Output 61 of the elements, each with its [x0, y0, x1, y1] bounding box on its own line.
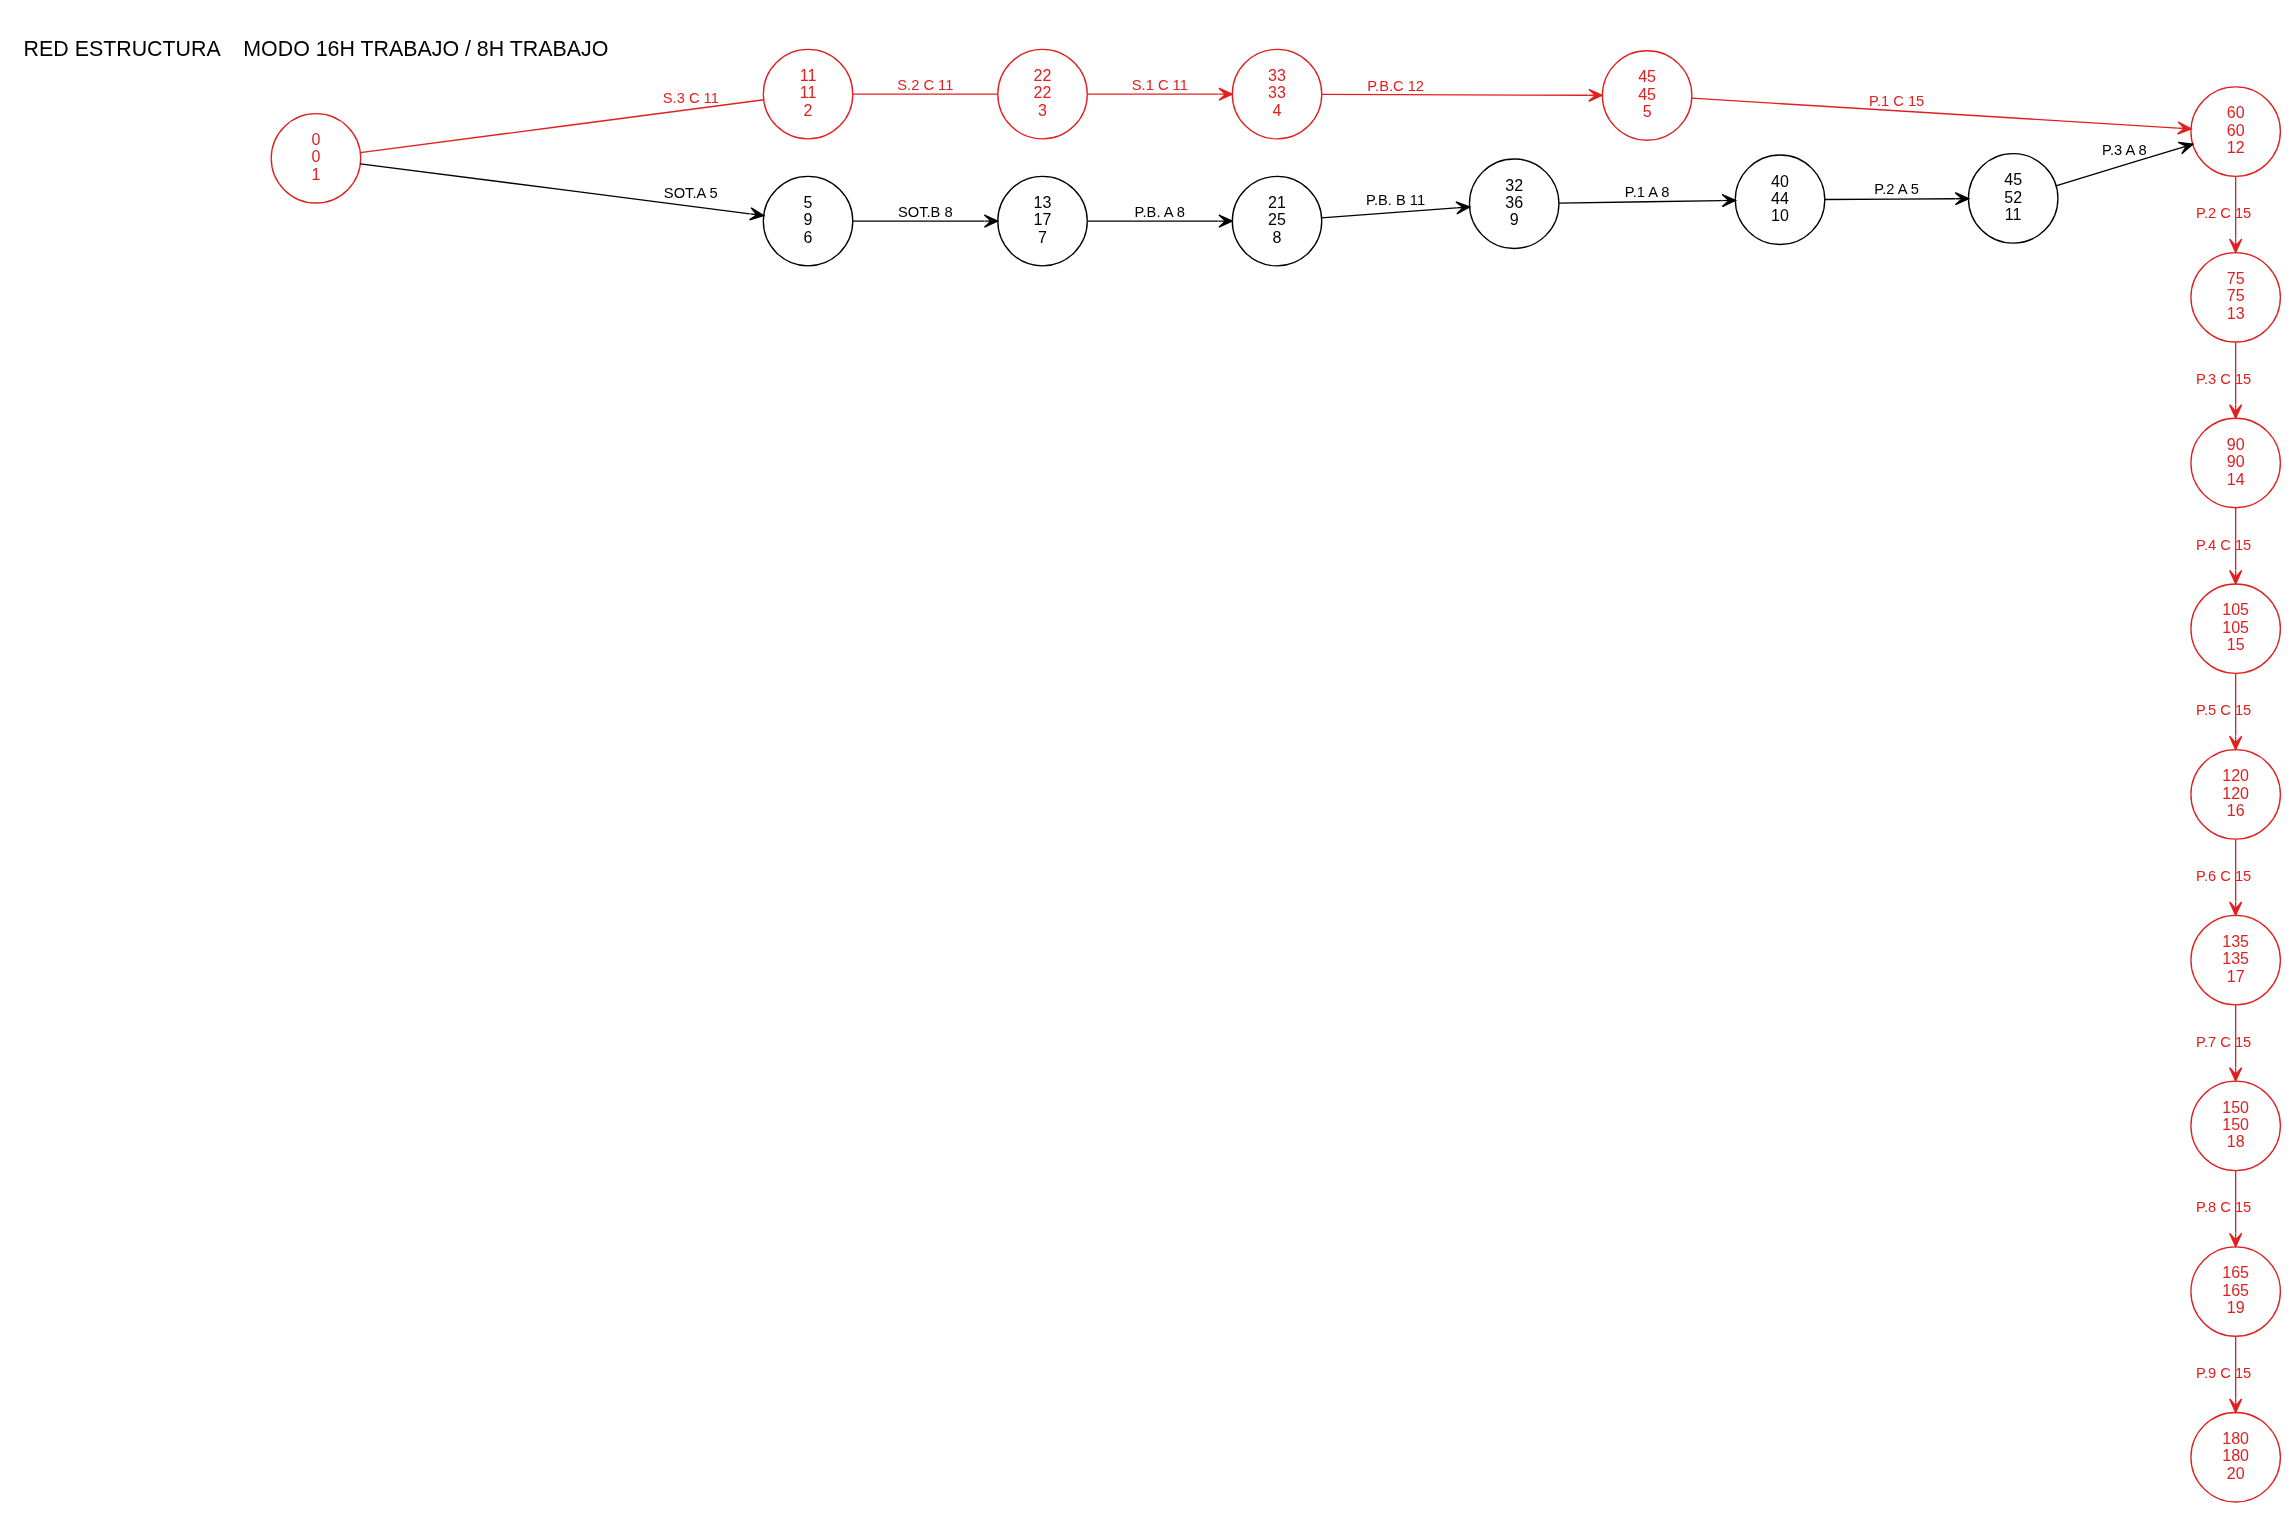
node-circle: 120 120 16: [2190, 748, 2282, 840]
arrow: [2228, 506, 2243, 585]
edge-label: SOT.B 8: [897, 203, 953, 220]
arrow: [1320, 88, 1603, 102]
node-circle: 180 180 20: [2190, 1411, 2282, 1503]
node-circle: 105 105 15: [2190, 582, 2282, 674]
edge-label: P.2 A 5: [1874, 180, 1919, 197]
arrow: [1086, 87, 1233, 101]
edge-label: P.B. B 11: [1366, 191, 1426, 208]
edge-label: SOT.A 5: [663, 184, 718, 201]
node-circle: 5 9 6: [762, 175, 854, 267]
arrow: [1690, 97, 2192, 135]
arrow: [2228, 1003, 2243, 1082]
edge-label: S.2 C 11: [897, 76, 954, 93]
edge-label: S.3 C 11: [662, 89, 719, 106]
node-circle: 40 44 10: [1734, 153, 1826, 245]
edge-label: P.2 C 15: [2195, 204, 2252, 221]
arrow: [2228, 672, 2243, 750]
node-circle: 135 135 17: [2190, 914, 2282, 1005]
arrow: [852, 213, 999, 228]
node-circle: 90 90 14: [2190, 417, 2282, 508]
node-circle: 22 22 3: [997, 48, 1088, 140]
edge-label: P.9 C 15: [2195, 1364, 2252, 1381]
node-circle: 150 150 18: [2190, 1079, 2282, 1171]
arrow: [1558, 193, 1737, 207]
edge-label: P.B. A 8: [1134, 203, 1185, 220]
node-circle: 60 60 12: [2190, 85, 2282, 177]
arrow: [1086, 213, 1233, 228]
arrow: [2055, 141, 2194, 186]
node-circle: 75 75 13: [2190, 251, 2282, 343]
node-circle: 45 52 11: [1967, 152, 2059, 244]
arrow: [359, 162, 765, 220]
node-circle: 32 36 9: [1468, 157, 1560, 249]
node-circle: 21 25 8: [1231, 175, 1323, 267]
node-circle: 11 11 2: [762, 48, 854, 140]
node-circle: 33 33 4: [1231, 48, 1323, 140]
edge-label: P.1 C 15: [1868, 92, 1925, 109]
arrow: [1320, 200, 1471, 219]
edge-label: P.7 C 15: [2195, 1033, 2252, 1050]
edge-label: P.3 C 15: [2195, 370, 2252, 387]
edge-label: S.1 C 11: [1131, 76, 1188, 93]
arrow: [1824, 191, 1970, 205]
edge-label: P.8 C 15: [2195, 1198, 2252, 1215]
node-circle: 165 165 19: [2190, 1245, 2282, 1337]
edge-label: P.4 C 15: [2195, 536, 2252, 553]
edge-label: P.6 C 15: [2195, 867, 2252, 884]
arrow: [2228, 1335, 2243, 1413]
edge-label: P.1 A 8: [1624, 183, 1670, 200]
edge-label: P.5 C 15: [2195, 701, 2252, 718]
node-circle: 45 45 5: [1601, 49, 1693, 141]
edge-label: P.B.C 12: [1367, 77, 1425, 94]
connector: [359, 98, 765, 153]
arrow: [2228, 341, 2243, 419]
arrow: [2228, 838, 2243, 916]
arrow: [2228, 175, 2243, 253]
node-circle: 13 17 7: [997, 175, 1088, 267]
edge-label: P.3 A 8: [2102, 141, 2147, 158]
arrow: [2228, 1169, 2243, 1247]
label: RED ESTRUCTURA MODO 16H TRABAJO / 8H TRABAJO: [23, 36, 609, 61]
connector: [852, 93, 999, 95]
node-circle: 0 0 1: [270, 112, 362, 204]
